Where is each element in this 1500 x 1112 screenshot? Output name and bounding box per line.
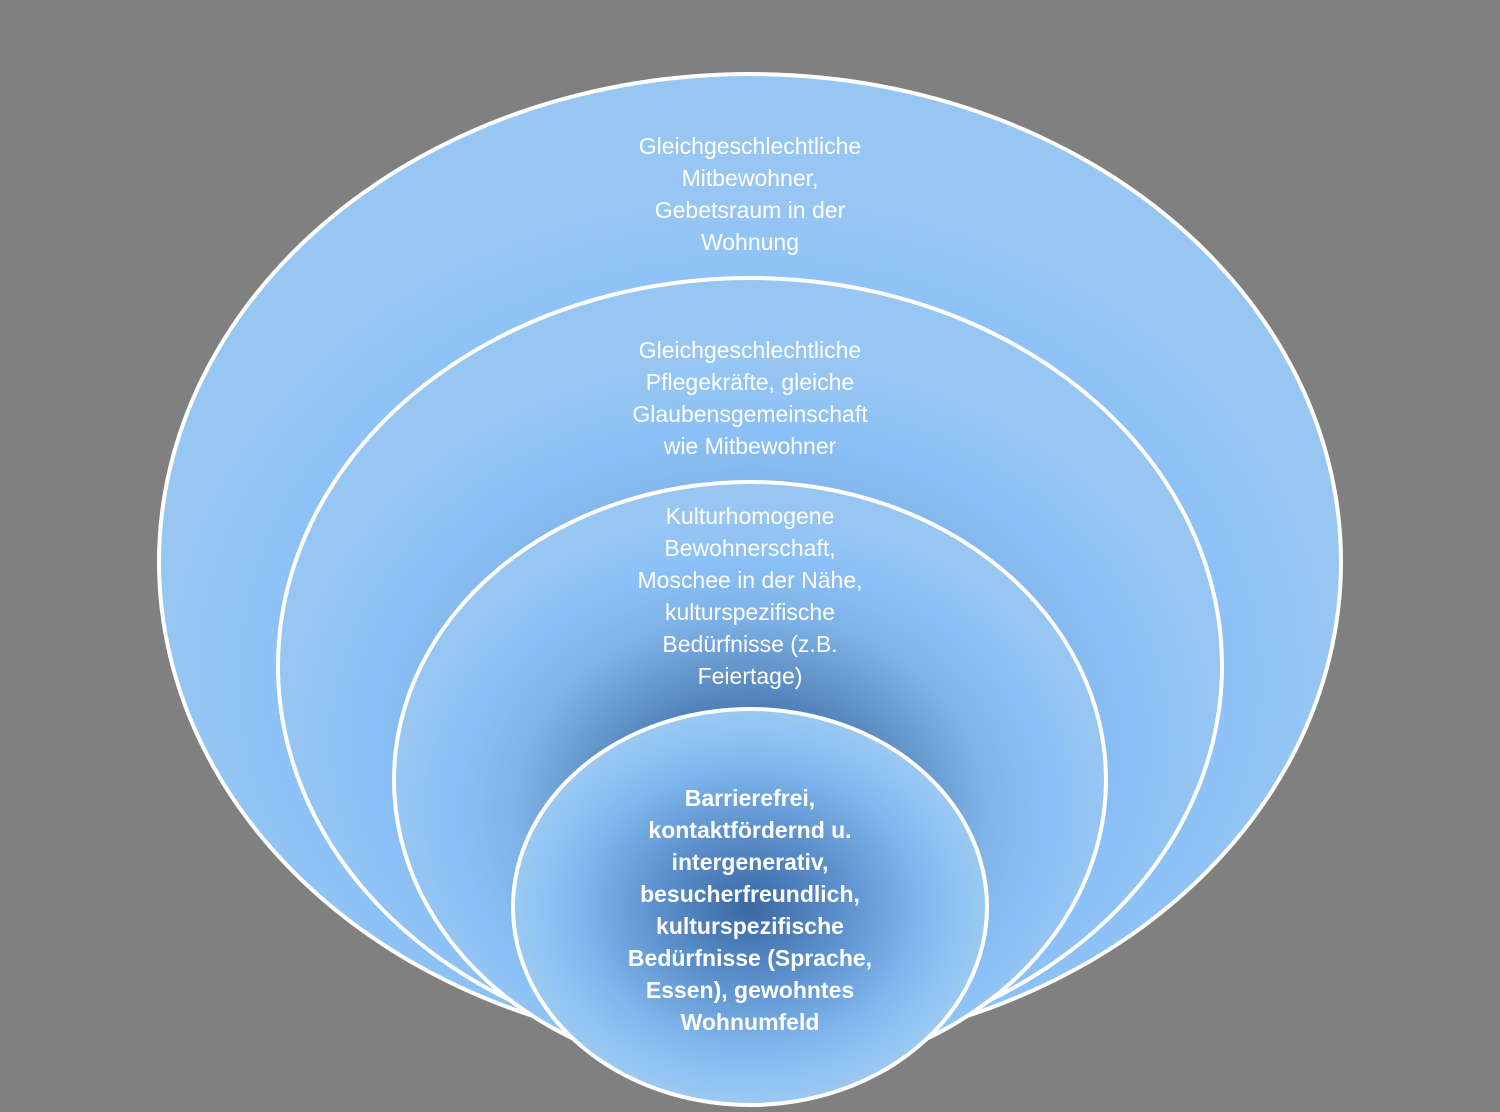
third-ring-label: Kulturhomogene Bewohnerschaft, Moschee i… <box>637 503 863 689</box>
inner-ring <box>511 707 989 1107</box>
inner-ring-label: Barrierefrei, kontaktfördernd u. interge… <box>627 785 873 1035</box>
outer-ring-label: Gleichgeschlechtliche Mitbewohner, Gebet… <box>638 133 862 255</box>
second-ring-label: Gleichgeschlechtliche Pflegekräfte, glei… <box>632 337 868 459</box>
